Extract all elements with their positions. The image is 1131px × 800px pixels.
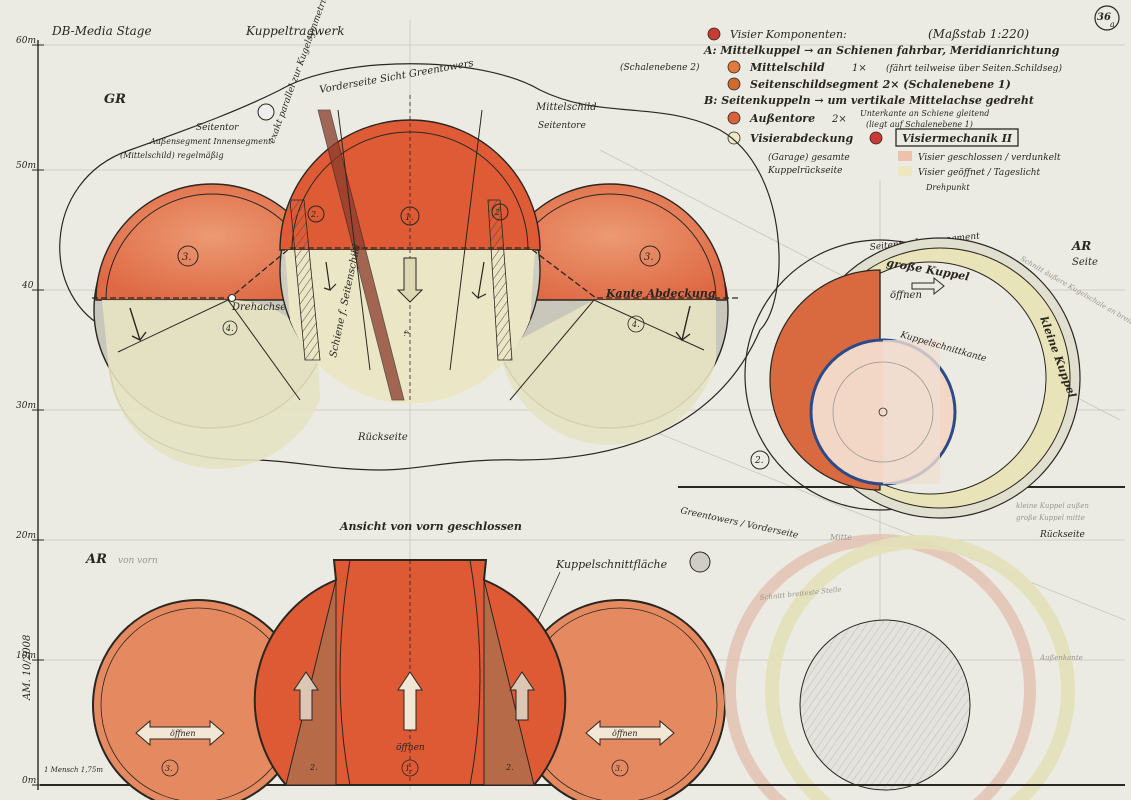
side-legend-small: kleine Kuppel außen [1016,502,1089,510]
schnittflaeche-dot [689,551,711,573]
legend-item-3-note: Unterkante an Schiene gleitend [860,109,989,118]
svg-text:2.: 2. [310,210,319,219]
aussenkante-label: Außenkante [1039,654,1083,662]
left-dome: 3. 4. [93,183,331,469]
axis-marker [257,103,275,121]
svg-text:1.: 1. [405,213,414,223]
legend-item-1: Mittelschild [749,61,825,74]
drehpunkt-label: Drehpunkt [925,183,970,192]
swatch-closed [898,151,912,161]
mittelschild-label: Mittelschild [535,102,597,113]
rueckseite-side: Rückseite [1039,530,1085,540]
side-view-label2: Seite [1072,257,1098,268]
legend-group-a: A: Mittelkuppel → an Schienen fahrbar, M… [703,44,1060,57]
svg-text:4.: 4. [402,329,410,337]
svg-text:öffnen: öffnen [396,743,425,753]
greentowers-label: Greentowers / Vorderseite [679,506,799,541]
pivot-left [228,294,236,302]
svg-text:4.: 4. [631,320,640,329]
scale-label-0: 0m [22,776,36,786]
svg-text:3.: 3. [182,252,192,263]
scale-label-30: 30m [16,401,36,411]
kante-label: Kante Abdeckung [605,287,716,300]
drehachse-label: Drehachse [231,302,286,313]
left-note-2: Außensegment Innensegment [149,137,272,146]
legend: Visier Komponenten: (Maßstab 1:220) A: M… [620,27,1062,178]
side-view-label: AR [1071,239,1091,253]
rueckseite-top: Rückseite [357,432,408,443]
legend-open: Visier geöffnet / Tageslicht [918,168,1041,178]
scale-label-20: 20m [15,531,36,541]
legend-item-1-count: 1× [852,63,867,74]
legend-item-4-note2: Kuppelrückseite [767,166,842,176]
side-view: AR Seite Drehpunkt Seitentor Innensegmen… [678,183,1131,541]
legend-item-2: Seitenschildsegment 2× (Schalenebene 1) [750,78,1011,91]
legend-group-b: B: Seitenkuppeln → um vertikale Mittelac… [703,94,1034,107]
left-note-1: Seitentor [196,123,239,133]
page-number: 36 a [1094,5,1120,31]
legend-item-1-note: (fährt teilweise über Seiten.Schildseg) [886,63,1062,74]
signature: AM. 10/2008 [22,635,33,701]
schnittflaeche-label: Kuppelschnittfläche [555,558,668,571]
legend-dot-4 [727,131,741,145]
mitte-label: Mitte [829,533,852,542]
scale-label-40: 40 [21,281,34,291]
svg-text:2.: 2. [505,763,514,772]
svg-text:2.: 2. [494,208,503,217]
front-view-title: Ansicht von vorn geschlossen [339,520,522,533]
human-scale: 1 Mensch 1,75m [44,766,103,774]
front-view-label: AR [84,552,107,567]
vertical-scale: 60m 50m 40 30m 20m 10m 0m [15,36,44,790]
svg-text:2.: 2. [754,456,764,466]
svg-text:1.: 1. [405,764,413,773]
svg-text:3.: 3. [644,252,654,263]
legend-dot-mech [869,131,883,145]
front-view-sub: von vorn [118,556,158,566]
site-outline [59,63,780,471]
legend-dot-1 [727,60,741,74]
legend-item-3-note2: (liegt auf Schalenebene 1) [866,120,973,129]
legend-closed: Visier geschlossen / verdunkelt [918,153,1061,163]
side-legend-large: große Kuppel mitte [1016,514,1085,522]
legend-scale: (Maßstab 1:220) [928,27,1029,41]
legend-item-4: Visierabdeckung [750,132,854,145]
swatch-open [898,166,912,176]
svg-text:öffnen: öffnen [170,729,196,738]
scale-label-10: 10m [16,651,36,661]
legend-dot-3 [727,111,741,125]
legend-mechanik: Visiermechanik II [902,132,1013,145]
svg-text:3.: 3. [615,764,623,773]
project-title: DB-Media Stage [51,24,152,38]
svg-text:4.: 4. [225,324,234,333]
legend-group-a-sub: (Schalenebene 2) [620,62,700,73]
center-dome: 1. 2. 2. 4. [279,95,541,404]
top-view: GR 3. 4. 3. 4. [59,0,780,471]
seitentore-label: Seitentore [538,121,586,131]
svg-text:36: 36 [1097,12,1111,23]
left-note-3: (Mittelschild) regelmäßig [120,151,224,160]
legend-dot-red [707,27,721,41]
svg-text:öffnen: öffnen [612,729,638,738]
scale-label-50: 50m [16,161,36,171]
legend-item-3-count: 2× [831,114,847,125]
right-dome: 3. 4. [491,183,729,445]
legend-title: Visier Komponenten: [730,28,847,41]
edge-line [92,247,738,299]
subject-title: Kuppeltragwerk [245,24,345,38]
svg-text:2.: 2. [309,763,318,772]
top-view-label: GR [104,92,126,107]
legend-item-3: Außentore [749,112,815,125]
front-view: AR von vorn Ansicht von vorn geschlossen… [40,520,1125,800]
legend-dot-2 [727,77,741,91]
svg-text:a: a [1110,20,1115,29]
mechanik-box [895,128,1019,147]
oeffnen-side-label: öffnen [890,290,922,301]
svg-text:3.: 3. [165,764,173,773]
scale-label-60: 60m [16,36,36,46]
legend-item-4-note1: (Garage) gesamte [768,152,850,163]
